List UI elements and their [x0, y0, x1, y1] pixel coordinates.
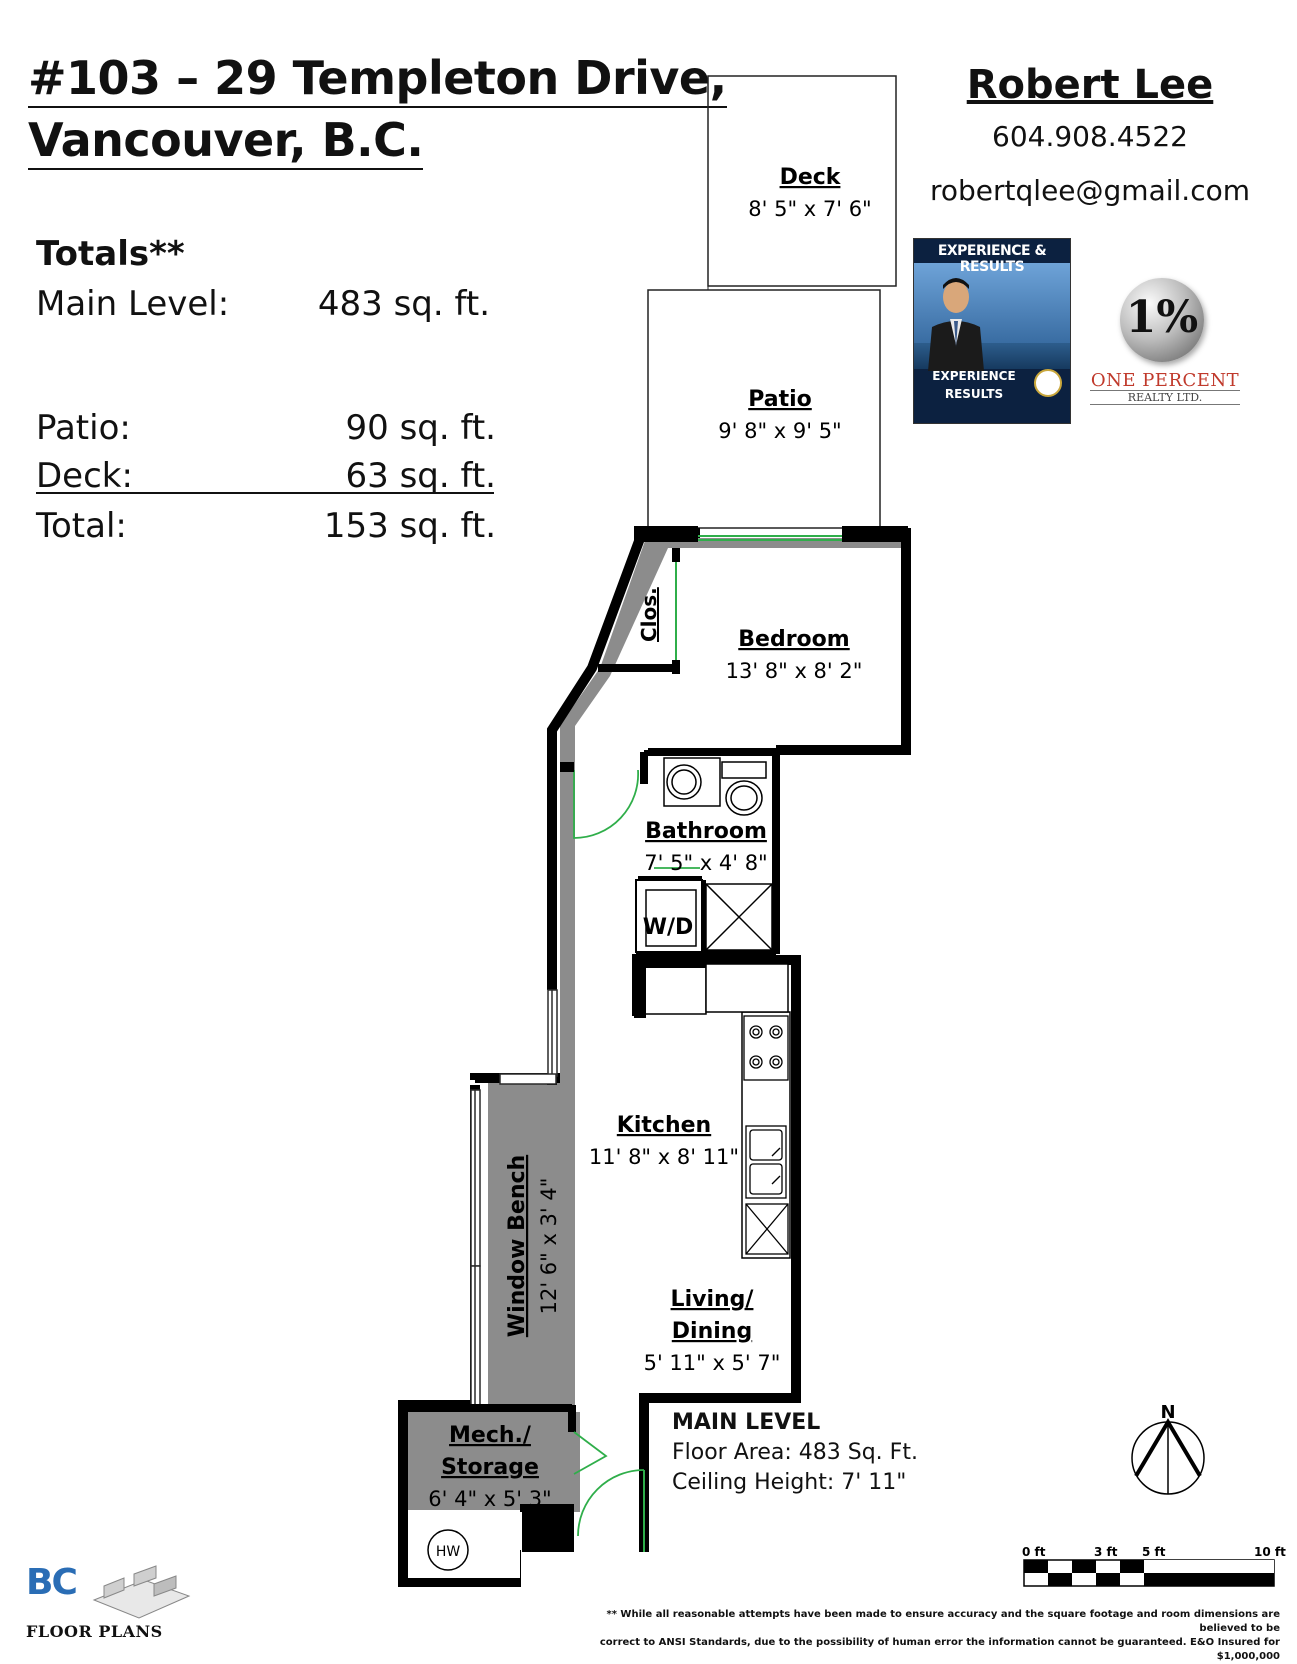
bedroom-dims: 13' 8" x 8' 2"	[726, 659, 863, 683]
deck-dims: 8' 5" x 7' 6"	[748, 197, 871, 221]
patio-outline	[647, 289, 881, 529]
window-left-wall	[547, 989, 558, 1077]
disclaimer-line-1: ** While all reasonable attempts have be…	[606, 1609, 1280, 1634]
shower	[705, 883, 773, 951]
bathroom-fixtures	[663, 757, 767, 816]
deck-outline	[707, 75, 897, 287]
interior-gray-fill	[488, 538, 902, 1410]
scale-label-5: 5 ft	[1142, 1545, 1166, 1559]
totals-label: Total:	[36, 506, 127, 546]
patio-sliding-door	[698, 535, 842, 541]
award-seal-icon	[1034, 369, 1062, 397]
agent-name: Robert Lee	[966, 62, 1214, 108]
agent-email: robertqlee@gmail.com	[930, 174, 1250, 207]
bc-floor-plans-logo: BC FLOOR PLANS	[26, 1560, 226, 1650]
entry-door	[577, 1469, 645, 1537]
totals-divider	[36, 492, 494, 494]
mech-door	[573, 1431, 608, 1475]
hot-water-tank-icon	[427, 1529, 469, 1571]
bathroom-label: Bathroom	[645, 819, 767, 844]
level-title: MAIN LEVEL	[672, 1410, 821, 1435]
totals-row-deck: Deck: 63 sq. ft.	[0, 456, 520, 496]
mech-label-1: Mech./	[449, 1423, 532, 1448]
totals-row-patio: Patio: 90 sq. ft.	[0, 408, 520, 448]
totals-row-total: Total: 153 sq. ft.	[0, 506, 520, 546]
bc-logo-text: FLOOR PLANS	[26, 1622, 163, 1641]
closet-label: Clos.	[637, 587, 661, 642]
kitchen-label: Kitchen	[617, 1113, 711, 1138]
washer-dryer-label: W/D	[643, 915, 694, 940]
bc-logo-letters: BC	[26, 1562, 78, 1603]
level-floor-area: Floor Area: 483 Sq. Ft.	[672, 1440, 918, 1465]
totals-value: 63 sq. ft.	[345, 456, 497, 496]
bathroom-dims: 7' 5" x 4' 8"	[644, 851, 767, 875]
patio-dims: 9' 8" x 9' 5"	[718, 419, 841, 443]
address-line-2: Vancouver, B.C.	[28, 112, 424, 170]
totals-label: Main Level:	[36, 284, 230, 324]
dishwasher	[745, 1203, 789, 1255]
bench-label: Window Bench	[505, 1155, 530, 1337]
level-ceiling-height: Ceiling Height: 7' 11"	[672, 1470, 907, 1495]
mech-label-2: Storage	[441, 1455, 539, 1480]
compass-north-icon: N	[1131, 1402, 1205, 1495]
promo-title: EXPERIENCE & RESULTS	[937, 243, 1047, 275]
agent-promo-image: EXPERIENCE & RESULTS EXPERIENCE RESULTS	[913, 238, 1071, 424]
living-label-2: Dining	[672, 1319, 752, 1344]
patio-label: Patio	[748, 387, 812, 412]
scale-label-10: 10 ft	[1254, 1545, 1286, 1559]
deck-label: Deck	[780, 165, 842, 190]
stove-burners	[743, 1015, 789, 1081]
promo-line-experience: EXPERIENCE	[932, 369, 1016, 383]
scale-label-3: 3 ft	[1094, 1545, 1118, 1559]
scale-label-0: 0 ft	[1022, 1545, 1046, 1559]
window-bench-windows	[470, 1073, 557, 1407]
mech-dims: 6' 4" x 5' 3"	[428, 1487, 551, 1511]
living-label-1: Living/	[671, 1287, 755, 1312]
bench-dims: 12' 6" x 3' 4"	[537, 1178, 561, 1315]
kitchen-dims: 11' 8" x 8' 11"	[589, 1145, 739, 1169]
totals-value: 153 sq. ft.	[323, 506, 496, 546]
living-dims: 5' 11" x 5' 7"	[644, 1351, 781, 1375]
mech-gray-fill	[408, 1412, 580, 1512]
totals-value: 483 sq. ft.	[317, 284, 490, 324]
floorplan-3d-icon	[92, 1565, 191, 1619]
disclaimer: ** While all reasonable attempts have be…	[560, 1608, 1280, 1664]
bathroom-door	[573, 769, 639, 839]
address-line-1: #103 – 29 Templeton Drive,	[28, 50, 727, 108]
compass-label: N	[1160, 1402, 1175, 1423]
agent-portrait-icon	[928, 278, 984, 371]
bedroom-label: Bedroom	[738, 627, 849, 652]
totals-label: Patio:	[36, 408, 131, 448]
hot-water-label: HW	[436, 1544, 461, 1560]
scale-bar: 0 ft 3 ft 5 ft 10 ft	[1022, 1545, 1286, 1587]
totals-row-main: Main Level: 483 sq. ft.	[0, 284, 520, 324]
totals-value: 90 sq. ft.	[345, 408, 497, 448]
brokerage-logo-icon: 1%	[1120, 278, 1204, 362]
brokerage-sub: REALTY LTD.	[1090, 390, 1240, 405]
kitchen-sink	[745, 1125, 787, 1199]
agent-phone: 604.908.4522	[992, 120, 1188, 153]
brokerage-mark: 1%	[1125, 292, 1199, 343]
promo-line-results: RESULTS	[944, 387, 1004, 401]
totals-heading: Totals**	[36, 234, 185, 274]
disclaimer-line-2: correct to ANSI Standards, due to the po…	[599, 1637, 1280, 1662]
brokerage-name: ONE PERCENT	[1090, 370, 1240, 391]
totals-label: Deck:	[36, 456, 133, 496]
